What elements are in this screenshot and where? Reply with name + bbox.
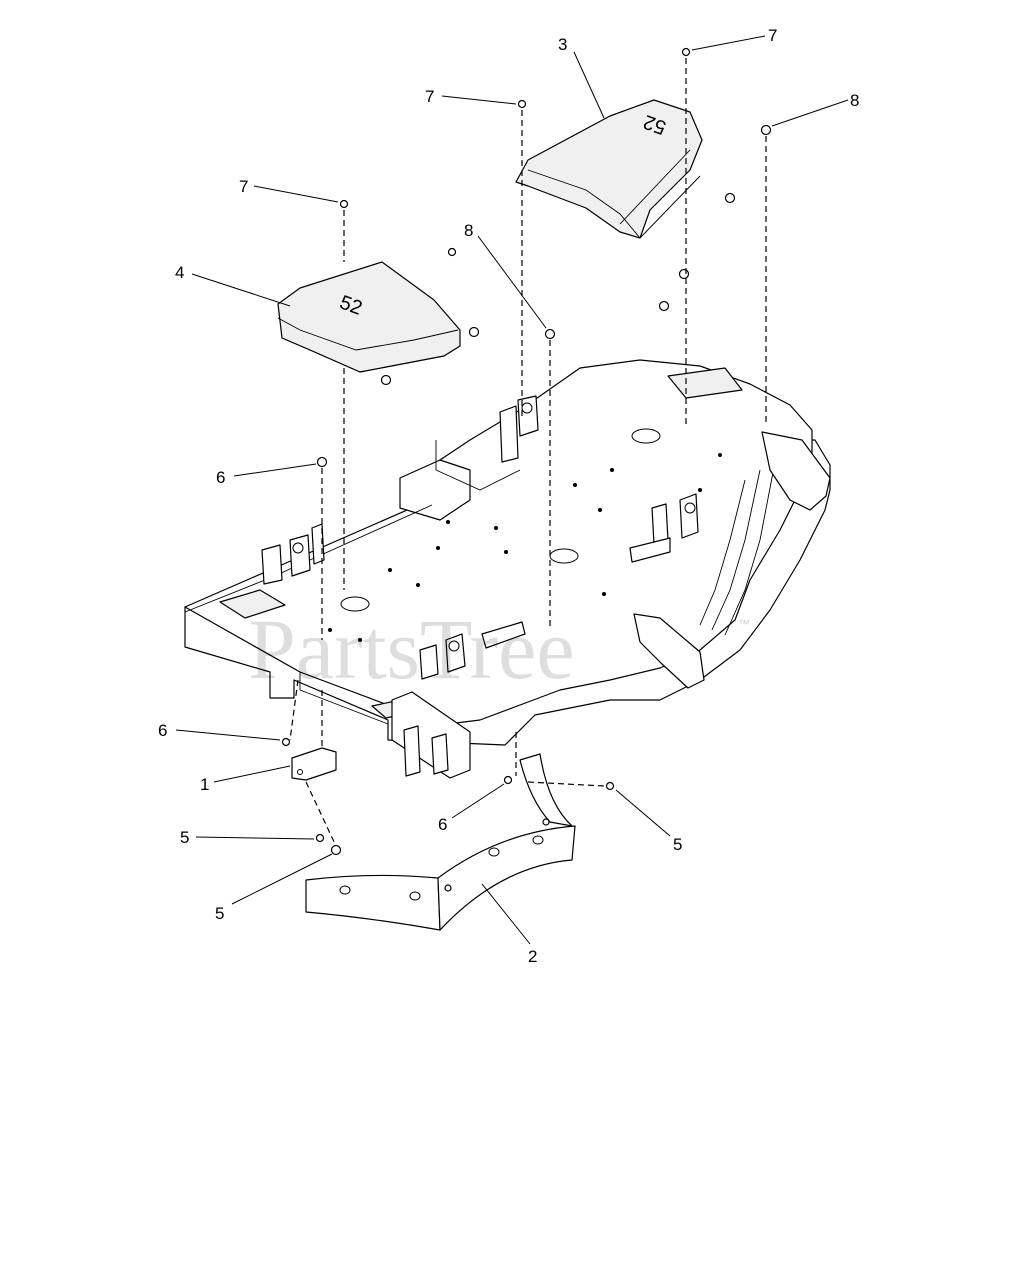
watermark-text: PartsTree <box>248 601 575 697</box>
callout-2: 2 <box>528 947 537 966</box>
right-belt-cover: 52 <box>515 99 703 239</box>
mower-deck <box>184 359 831 779</box>
nut-8a <box>760 124 772 136</box>
callout-6-bottom: 6 <box>438 815 447 834</box>
nut-6b <box>281 737 291 747</box>
callouts: 1 2 3 4 5 5 5 6 6 6 7 7 7 8 8 <box>158 26 859 966</box>
bolt-7a <box>681 47 691 57</box>
left-belt-cover: 52 <box>277 261 461 373</box>
callout-5-right: 5 <box>673 835 682 854</box>
bolt-7b <box>517 99 527 109</box>
callout-6-left: 6 <box>158 721 167 740</box>
bolt-5c <box>605 781 615 791</box>
nut-6a <box>316 456 328 468</box>
right-deflector-bracket <box>633 431 831 689</box>
callout-8-center: 8 <box>464 221 473 240</box>
callout-5-left-upper: 5 <box>180 828 189 847</box>
callout-6-top: 6 <box>216 468 225 487</box>
baffle <box>305 753 576 931</box>
bolt-7c <box>339 199 349 209</box>
callout-8-right: 8 <box>850 91 859 110</box>
bolt-5b <box>330 844 342 856</box>
callout-7-right: 7 <box>768 26 777 45</box>
callout-1: 1 <box>200 775 209 794</box>
callout-7-center: 7 <box>425 87 434 106</box>
front-mid-bracket <box>419 621 526 680</box>
watermark-trademark: ™ <box>738 617 750 631</box>
nut-8b <box>544 328 556 340</box>
assembly-lines <box>289 58 767 847</box>
hardware <box>281 47 772 892</box>
front-left-bracket <box>261 523 325 585</box>
watermark: PartsTree ™ <box>248 601 750 697</box>
rear-center-bracket <box>499 395 539 463</box>
callout-3: 3 <box>558 35 567 54</box>
callout-5-left-lower: 5 <box>215 904 224 923</box>
callout-7-left: 7 <box>239 177 248 196</box>
anti-scalp-bracket <box>291 747 337 781</box>
bolt-5a <box>315 833 325 843</box>
leader-lines <box>175 35 849 945</box>
nut-6c <box>503 775 513 785</box>
callout-4: 4 <box>175 263 184 282</box>
right-bracket <box>629 493 699 563</box>
front-hanger <box>391 691 471 779</box>
